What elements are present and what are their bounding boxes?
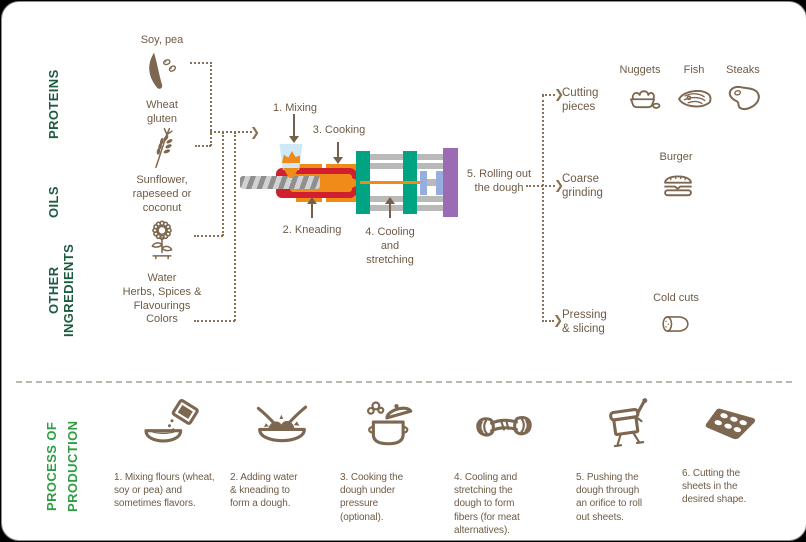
output-cutting-label: Cutting pieces <box>562 87 599 114</box>
connector-oils-vertical <box>222 132 224 236</box>
machine-roller-plate <box>443 148 458 217</box>
section-label-process-of-production: PROCESS OF PRODUCTION <box>44 420 80 512</box>
connector-other-vertical <box>234 132 236 321</box>
arrow-mixing-head-icon <box>289 136 299 143</box>
cooking-pot-icon <box>367 401 413 446</box>
connector-sunflower <box>194 235 223 237</box>
connector-outputs-vertical <box>542 95 544 322</box>
arrow-cooking-head-icon <box>333 157 343 164</box>
fish-fillet-icon <box>678 90 712 108</box>
process-step-1: 1. Mixing flours (wheat, soy or pea) and… <box>114 396 230 511</box>
steak-icon <box>728 85 760 111</box>
process-step-2-text: 2. Adding water & kneading to form a dou… <box>230 472 298 510</box>
connector-soy <box>190 62 212 64</box>
wheat-ear-icon <box>155 127 173 169</box>
process-step-6: 6. Cutting the sheets in the desired sha… <box>682 396 780 507</box>
arrow-kneading-head-icon <box>307 197 317 204</box>
machine-step-cooling-label: 4. Cooling and stretching <box>365 226 415 266</box>
cold-cuts-icon <box>662 316 689 332</box>
connector-main-arrow <box>210 131 252 133</box>
connector-pressing <box>542 320 554 322</box>
machine-guide-block <box>420 171 427 195</box>
process-step-4-text: 4. Cooling and stretching the dough to f… <box>454 472 520 536</box>
machine-step-mixing-label: 1. Mixing <box>272 102 318 114</box>
burger-icon <box>664 175 692 197</box>
product-burger-label: Burger <box>659 151 693 163</box>
connector-water <box>194 320 235 322</box>
connector-left-vertical <box>210 62 212 146</box>
machine-guide-block <box>436 171 443 195</box>
machine-press-rod <box>426 179 438 186</box>
process-step-5: 5. Pushing the dough through an orifice … <box>576 396 676 524</box>
pea-pod-icon <box>149 52 177 89</box>
mixing-bowl-icon <box>144 398 199 443</box>
machine-step-cooking-label: 3. Cooking <box>312 124 366 136</box>
arrow-kneading <box>311 204 313 218</box>
connector-grinding <box>526 185 555 187</box>
machine-dough-strand <box>360 181 422 184</box>
process-step-3-text: 3. Cooking the dough under pressure (opt… <box>340 472 404 523</box>
arrowhead-into-machine-icon: ❯ <box>250 125 261 139</box>
nuggets-icon <box>630 90 661 109</box>
arrow-cooling <box>389 204 391 218</box>
arrow-cooling-head-icon <box>385 197 395 204</box>
ingredient-other-label: Water Herbs, Spices & Flavourings Colors <box>122 272 202 326</box>
sunflower-icon <box>151 220 173 260</box>
process-step-5-text: 5. Pushing the dough through an orifice … <box>576 472 643 523</box>
section-label-proteins: PROTEINS <box>46 69 61 139</box>
output-pressing-label: Pressing & slicing <box>562 309 607 336</box>
section-label-oils: OILS <box>46 186 61 218</box>
process-step-2: 2. Adding water & kneading to form a dou… <box>230 396 334 511</box>
arrow-mixing <box>293 114 295 136</box>
stretching-dough-icon <box>476 416 532 437</box>
process-step-1-text: 1. Mixing flours (wheat, soy or pea) and… <box>114 472 215 510</box>
machine-screw-auger <box>240 176 320 189</box>
process-step-4: 4. Cooling and stretching the dough to f… <box>454 396 554 537</box>
process-step-6-text: 6. Cutting the sheets in the desired sha… <box>682 468 747 506</box>
connector-wheat <box>195 145 211 147</box>
machine-funnel <box>283 168 299 178</box>
machine-heater-band <box>326 194 356 202</box>
section-label-other-ingredients: OTHER INGREDIENTS <box>46 243 76 337</box>
machine-step-rolling-label: 5. Rolling out the dough <box>466 168 532 194</box>
arrowhead-pressing-icon: ❯ <box>553 313 564 327</box>
product-steaks-label: Steaks <box>726 64 760 76</box>
arrowhead-cutting-icon: ❯ <box>554 87 565 101</box>
product-nuggets-label: Nuggets <box>619 64 661 76</box>
kneading-dough-icon <box>256 405 308 443</box>
arrowhead-grinding-icon: ❯ <box>554 178 565 192</box>
output-grinding-label: Coarse grinding <box>562 173 603 200</box>
section-divider <box>16 381 792 383</box>
ingredient-soy-pea-label: Soy, pea <box>140 34 184 46</box>
machine-step-kneading-label: 2. Kneading <box>282 224 342 236</box>
process-step-3: 3. Cooking the dough under pressure (opt… <box>340 396 434 524</box>
connector-cutting <box>542 94 555 96</box>
product-cold-cuts-label: Cold cuts <box>653 292 699 304</box>
pasta-roller-icon <box>609 398 648 448</box>
cutting-tray-icon <box>705 408 756 440</box>
product-fish-label: Fish <box>683 64 705 76</box>
ingredient-oils-label: Sunflower, rapeseed or coconut <box>132 174 192 214</box>
arrow-cooking <box>337 142 339 157</box>
ingredient-wheat-gluten-label: Wheat gluten <box>146 99 178 125</box>
